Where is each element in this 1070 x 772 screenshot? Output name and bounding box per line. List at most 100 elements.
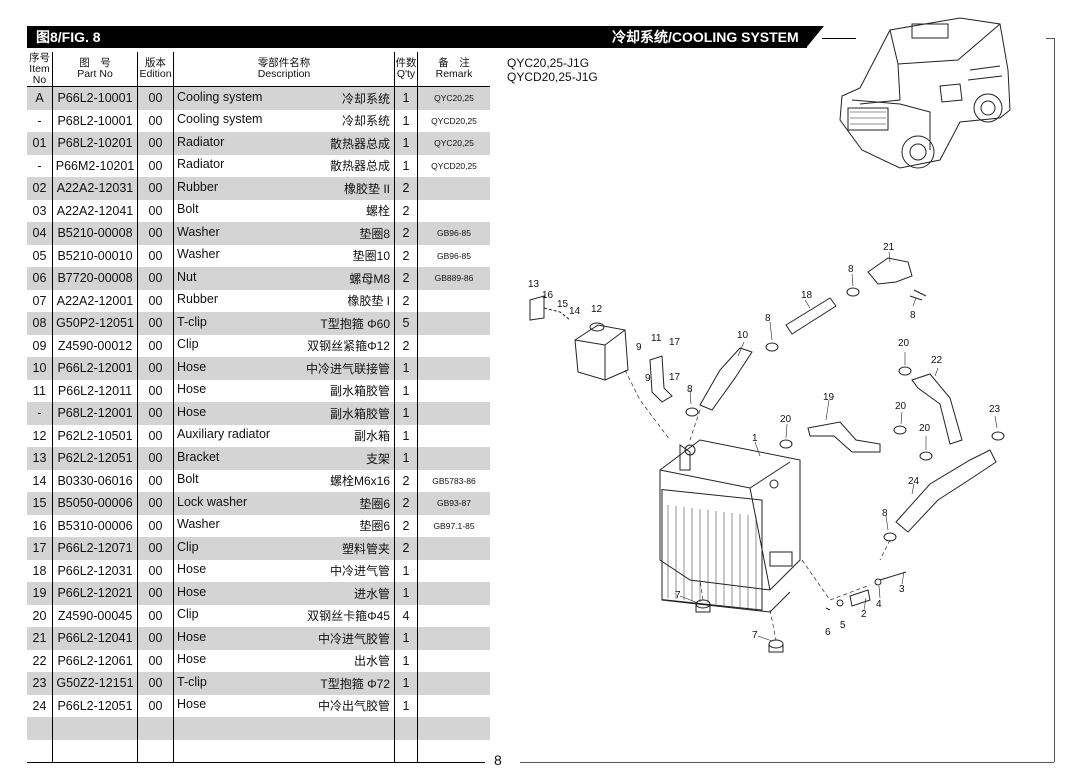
part-number-cell: P66M2-10201 bbox=[52, 154, 138, 177]
description-chinese: 副水箱胶管 bbox=[329, 384, 390, 399]
callout-number: 10 bbox=[737, 330, 749, 341]
edition-cell: 00 bbox=[137, 559, 174, 582]
part-number-cell: P62L2-12051 bbox=[52, 447, 138, 470]
clamps bbox=[685, 287, 1005, 542]
remark-cell bbox=[418, 740, 491, 763]
callout-number: 11 bbox=[651, 333, 662, 344]
callout-number: 4 bbox=[876, 599, 882, 610]
description-chinese: 中冷进气胶管 bbox=[317, 631, 390, 646]
remark-cell bbox=[417, 627, 490, 650]
part-number-cell: P66L2-12021 bbox=[52, 582, 138, 605]
quantity-cell: 2 bbox=[394, 199, 418, 222]
callout-number: 7 bbox=[752, 630, 758, 641]
description-chinese: 出水管 bbox=[353, 654, 390, 669]
description-english: Radiator bbox=[177, 157, 225, 172]
item-number-cell: - bbox=[27, 154, 53, 177]
callout-number: 24 bbox=[908, 476, 920, 487]
item-number-cell: 21 bbox=[27, 627, 53, 650]
edition-cell: 00 bbox=[137, 514, 174, 537]
callout-number: 1 bbox=[752, 433, 758, 444]
description-chinese: 橡胶垫 I bbox=[347, 294, 390, 309]
description-english: Hose bbox=[177, 697, 207, 712]
item-number-cell: 09 bbox=[27, 334, 53, 357]
exploded-parts-diagram: 1 2 3 4 5 6 7 7 8 8 8 8 8 9 9 10 11 12 1… bbox=[528, 17, 1011, 653]
part-number-cell: P68L2-10001 bbox=[52, 109, 138, 132]
description-chinese: 中冷出气胶管 bbox=[317, 699, 390, 714]
quantity-cell: 1 bbox=[394, 649, 418, 672]
part-number-cell: P62L2-10501 bbox=[52, 424, 138, 447]
part-number-cell: B5210-00008 bbox=[52, 222, 138, 245]
item-number-cell: 16 bbox=[27, 514, 53, 537]
remark-cell bbox=[417, 582, 490, 605]
callout-number: 8 bbox=[687, 384, 693, 395]
item-number-cell: 07 bbox=[27, 289, 53, 312]
quantity-cell: 2 bbox=[394, 514, 418, 537]
edition-cell: 00 bbox=[137, 582, 174, 605]
remark-cell: QYCD20,25 bbox=[431, 115, 477, 126]
edition-cell: 00 bbox=[137, 334, 174, 357]
item-number-cell: 02 bbox=[27, 177, 53, 200]
callout-number: 8 bbox=[848, 264, 854, 275]
description-english: Hose bbox=[177, 584, 207, 599]
part-number-cell: B5210-00010 bbox=[52, 244, 138, 267]
edition-cell: 00 bbox=[137, 222, 174, 245]
part-number-cell: P66L2-12041 bbox=[52, 627, 138, 650]
auxiliary-tank bbox=[529, 295, 629, 381]
header-bar-tail bbox=[806, 26, 824, 48]
table-row bbox=[27, 739, 491, 763]
remark-cell: GB5783-86 bbox=[432, 475, 476, 486]
description-chinese: T型抱箍 Φ72 bbox=[320, 676, 390, 691]
remark-cell bbox=[418, 605, 491, 628]
frame-corner-tick bbox=[1046, 38, 1055, 39]
description-chinese: 螺栓M6x16 bbox=[329, 474, 390, 489]
remark-cell bbox=[418, 200, 491, 223]
callout-number: 8 bbox=[882, 508, 888, 519]
description-english: Washer bbox=[177, 517, 220, 532]
part-number-cell: A22A2-12031 bbox=[52, 177, 138, 200]
quantity-cell: 2 bbox=[394, 289, 418, 312]
edition-cell: 00 bbox=[137, 424, 174, 447]
description-chinese: 螺母M8 bbox=[349, 271, 390, 286]
description-chinese: 进水管 bbox=[353, 586, 390, 601]
quantity-cell: 2 bbox=[394, 267, 418, 290]
item-number-cell bbox=[27, 717, 53, 740]
edition-cell: 00 bbox=[137, 109, 174, 132]
remark-cell bbox=[418, 425, 491, 448]
callout-number: 8 bbox=[765, 313, 771, 324]
remark-cell bbox=[417, 402, 490, 425]
description-english: Cooling system bbox=[177, 89, 263, 104]
quantity-cell: 2 bbox=[394, 469, 418, 492]
part-number-cell bbox=[52, 739, 138, 762]
model-name: QYC20,25-J1G bbox=[507, 56, 590, 70]
item-number-cell: 04 bbox=[27, 222, 53, 245]
hoses bbox=[649, 257, 997, 533]
description-english: Hose bbox=[177, 562, 207, 577]
remark-cell bbox=[417, 312, 490, 335]
description-cell bbox=[173, 717, 395, 740]
remark-cell bbox=[418, 695, 491, 718]
remark-cell: QYCD20,25 bbox=[431, 160, 477, 171]
description-chinese: 副水箱胶管 bbox=[329, 406, 390, 421]
description-english: Rubber bbox=[177, 179, 218, 194]
part-number-cell: B0330-06016 bbox=[52, 469, 138, 492]
description-chinese: 双钢丝紧箍Φ12 bbox=[307, 339, 390, 354]
edition-cell: 00 bbox=[137, 447, 174, 470]
edition-cell: 00 bbox=[137, 402, 174, 425]
description-chinese: 散热器总成 bbox=[329, 159, 390, 174]
callout-number: 16 bbox=[542, 290, 554, 301]
